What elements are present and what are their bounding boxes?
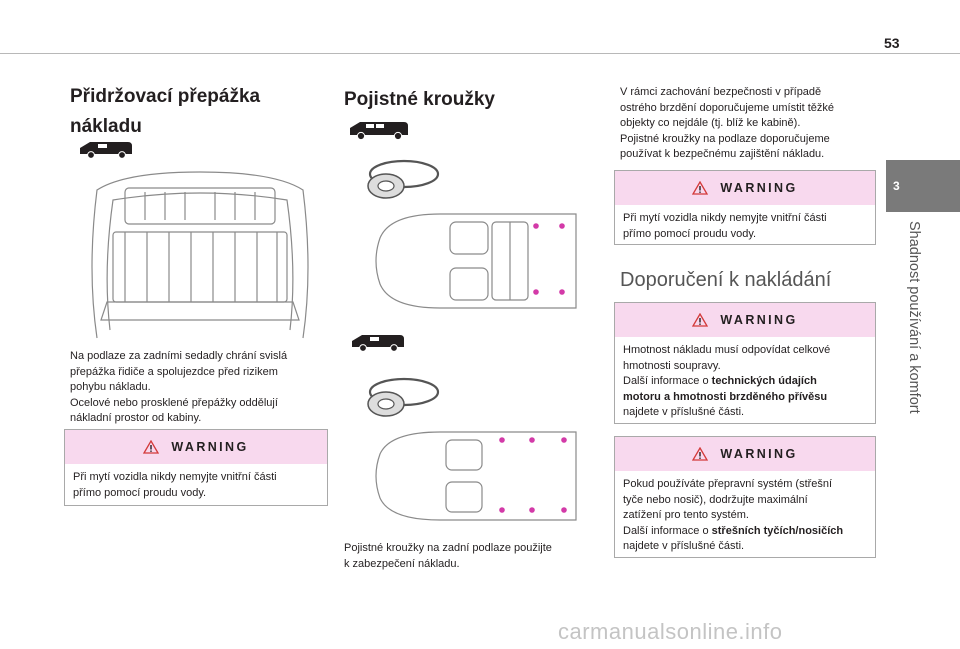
- lashing-ring-icon: [367, 159, 440, 199]
- text-line: Při mytí vozidla nikdy nemyjte vnitřní č…: [623, 212, 827, 224]
- warning-header: WARNING: [615, 437, 875, 471]
- warning-title: WARNING: [720, 181, 798, 195]
- text-line: Při mytí vozidla nikdy nemyjte vnitřní č…: [73, 471, 277, 483]
- partition-section-title: Přidržovací přepážka nákladu: [70, 85, 330, 139]
- van-long-icon: [350, 122, 408, 141]
- text-span: Další informace o: [623, 524, 712, 537]
- reference-link[interactable]: střešních tyčích/nosičích: [711, 524, 844, 537]
- page-number: 53: [884, 35, 900, 51]
- text-line: Hmotnost nákladu musí odpovídat celkové: [623, 344, 831, 356]
- warning-title: WARNING: [171, 440, 249, 454]
- text-line: používat k bezpečnému zajištění nákladu.: [620, 148, 825, 160]
- text-line: nákladní prostor od kabiny.: [70, 412, 202, 424]
- ring-point: [561, 437, 567, 443]
- van-icon: [80, 142, 132, 159]
- text-line: přepážka řidiče a spolujezdce před rizik…: [70, 365, 278, 378]
- text-line: Na podlaze za zadními sedadly chrání svi…: [70, 350, 288, 362]
- chapter-number: 3: [893, 179, 900, 193]
- text-span: Další informace o: [623, 375, 712, 387]
- ring-point: [559, 223, 565, 229]
- warning-title: WARNING: [720, 447, 798, 461]
- ring-point: [533, 289, 539, 295]
- text-line: Ocelové nebo prosklené přepážky oddělují: [70, 396, 278, 409]
- warning-box-roof: WARNING Pokud používáte přepravní systém…: [614, 436, 876, 558]
- text-line: hmotnosti soupravy.: [623, 359, 721, 372]
- ring-point: [529, 437, 535, 443]
- rings-section-title: Pojistné kroužky: [344, 89, 495, 110]
- cargo-partition-illustration: [91, 171, 309, 339]
- warning-triangle-icon: [692, 181, 709, 195]
- ring-point: [529, 507, 535, 513]
- text-line: ostrého brzdění doporučujeme umístit těž…: [620, 101, 835, 114]
- text-line: Pokud používáte přepravní systém (střešn…: [623, 478, 833, 490]
- rings-caption: Pojistné kroužky na zadní podlaze použij…: [344, 541, 584, 572]
- text-line: Další informace o střešních tyčích/nosič…: [623, 524, 867, 540]
- text-line: přímo pomocí proudu vody.: [73, 486, 207, 499]
- text-line: Pojistné kroužky na podlaze doporučujeme: [620, 132, 830, 145]
- header-rule: [0, 53, 960, 54]
- reference-link[interactable]: technických údajích: [711, 375, 817, 387]
- reference-link[interactable]: motoru a hmotnosti brzděného přívěsu: [623, 390, 828, 403]
- warning-triangle-icon: [692, 313, 709, 327]
- title-line-2: nákladu: [70, 116, 142, 137]
- van-short-icon: [352, 335, 404, 352]
- lashing-ring-icon: [367, 377, 440, 417]
- warning-box-washing: WARNING Při mytí vozidla nikdy nemyjte v…: [64, 429, 328, 506]
- text-line: k zabezpečení nákladu.: [344, 557, 460, 570]
- text-line: Další informace o technických údajích: [623, 374, 867, 390]
- loading-section-title: Doporučení k nakládání: [620, 269, 832, 291]
- text-line: přímo pomocí proudu vody.: [623, 227, 757, 240]
- ring-point: [499, 507, 505, 513]
- warning-header: WARNING: [65, 430, 327, 464]
- ring-point: [533, 223, 539, 229]
- text-line: najdete v příslušné části.: [623, 406, 745, 418]
- warning-box-weight: WARNING Hmotnost nákladu musí odpovídat …: [614, 302, 876, 424]
- warning-body: Pokud používáte přepravní systém (střešn…: [615, 471, 875, 561]
- warning-triangle-icon: [692, 447, 709, 461]
- chapter-tab[interactable]: [886, 160, 960, 212]
- warning-header: WARNING: [615, 171, 875, 205]
- ring-point: [499, 437, 505, 443]
- watermark: carmanualsonline.info: [558, 619, 783, 644]
- text-line: V rámci zachování bezpečnosti v případě: [620, 86, 822, 98]
- chapter-label: Shadnost používání a komfort: [906, 221, 922, 414]
- text-line: najdete v příslušné části.: [623, 540, 745, 552]
- title-line-1: Přidržovací přepážka: [70, 86, 261, 107]
- warning-body: Při mytí vozidla nikdy nemyjte vnitřní č…: [65, 464, 327, 507]
- warning-body: Při mytí vozidla nikdy nemyjte vnitřní č…: [615, 205, 875, 248]
- text-line: motoru a hmotnosti brzděného přívěsu: [623, 390, 867, 406]
- warning-title: WARNING: [720, 313, 798, 327]
- warning-triangle-icon: [143, 440, 160, 454]
- text-line: objekty co nejdále (tj. blíž ke kabině).: [620, 117, 801, 129]
- text-line: tyče nebo nosič), dodržujte maximální: [623, 493, 808, 506]
- ring-point: [559, 289, 565, 295]
- floor-plan-short: [375, 431, 577, 521]
- warning-body: Hmotnost nákladu musí odpovídat celkové …: [615, 337, 875, 427]
- text-line: pohybu nákladu.: [70, 381, 151, 393]
- floor-plan-long: [375, 213, 577, 309]
- loading-intro: V rámci zachování bezpečnosti v případě …: [620, 85, 870, 163]
- text-line: Pojistné kroužky na zadní podlaze použij…: [344, 542, 552, 554]
- warning-header: WARNING: [615, 303, 875, 337]
- warning-box-washing-2: WARNING Při mytí vozidla nikdy nemyjte v…: [614, 170, 876, 245]
- text-line: zatížení pro tento systém.: [623, 509, 749, 521]
- partition-description: Na podlaze za zadními sedadly chrání svi…: [70, 349, 330, 427]
- ring-point: [561, 507, 567, 513]
